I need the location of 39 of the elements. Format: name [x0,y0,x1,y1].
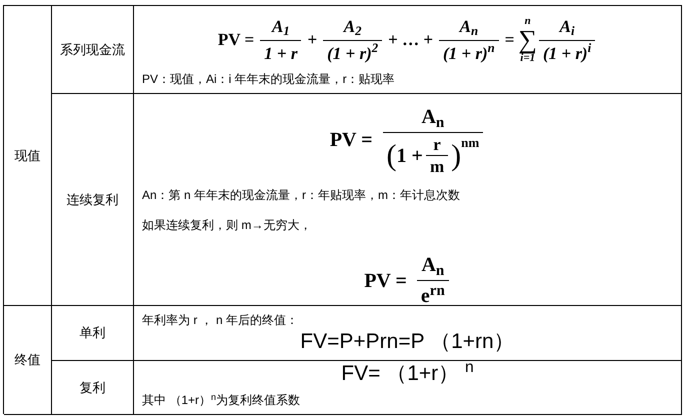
formula-note: 年利率为 r ， n 年后的终值： [142,312,300,329]
formula-denominator: (1 + r)$^{i}$ [538,40,596,66]
formula-note: 如果连续复利，则 m→无穷大， [142,217,312,234]
formula-term: PV = [364,268,407,294]
formula-note: An：第 n 年年末的现金流量，r：年贴现率，m：年计息次数 [142,187,462,204]
formula-note: 其中 （1+r）$^{n}$为复利终值系数 [142,391,302,410]
formula-numerator: A$_{2}$ [344,16,362,40]
row-subheader: 复利 [80,378,106,397]
formula-term: PV = [218,29,254,52]
formula-denominator: m [426,155,448,178]
sum-upper-limit: n [524,16,531,27]
formula-parenthesis: ( [386,138,397,174]
row-subheader: 连续复利 [66,190,118,209]
row-subheader: 单利 [80,324,106,342]
formula-numerator: A$_{n}$ [421,253,444,280]
sum-lower-limit: i=1 [520,53,536,64]
formula-numerator: A$_{n}$ [460,16,478,40]
formula-numerator: A$_{i}$ [560,16,574,40]
formula-numerator: r [433,134,441,155]
formula-term: + … + [388,29,434,52]
row-header: 现值 [14,146,40,165]
formula-term: = [504,29,514,52]
formula-denominator: (1 + r)$^{n}$ [439,40,499,66]
formula-denominator: 1 + r [260,40,302,66]
formula-numerator: A$_{n}$ [421,105,444,132]
row-subheader: 系列现金流 [60,40,125,58]
formula-text: FV= （1+r） $^{n}$ [341,361,474,387]
formula-denominator: (1 + r)$^{2}$ [323,40,382,66]
formula-term: 1 + [396,144,423,168]
formula-numerator: A$_{1}$ [272,16,290,40]
formula-term: + [307,29,318,52]
formula-exponent: nm [461,134,480,152]
formula-note: PV：现值，Ai：i 年年末的现金流量，r：贴现率 [142,71,396,88]
formula-parenthesis: ) [451,138,462,174]
sum-symbol: ∑ [518,27,537,53]
formula-denominator: e$^{rn}$ [416,280,449,311]
row-header: 终值 [14,351,40,370]
formula-term: PV = [330,128,373,153]
formula-text: FV=P+Prn=P （1+rn） [300,329,515,355]
